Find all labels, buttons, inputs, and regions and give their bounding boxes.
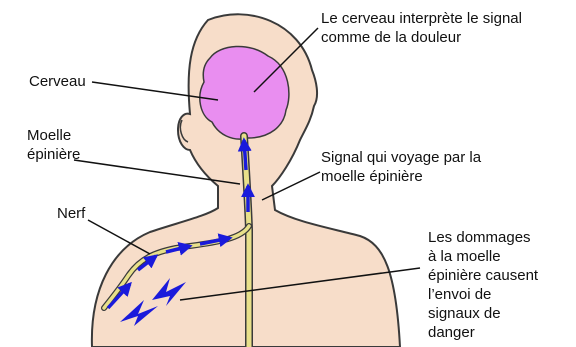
label-signal: Signal qui voyage par la moelle épinière bbox=[321, 148, 481, 186]
label-dommages: Les dommages à la moelle épinière causen… bbox=[428, 228, 538, 342]
label-cerveau: Cerveau bbox=[29, 72, 86, 91]
label-moelle: Moelle épinière bbox=[27, 126, 80, 164]
label-interpretation: Le cerveau interprète le signal comme de… bbox=[321, 9, 522, 47]
label-nerf: Nerf bbox=[57, 204, 85, 223]
arrow-icon bbox=[244, 140, 246, 170]
brain bbox=[200, 46, 289, 139]
